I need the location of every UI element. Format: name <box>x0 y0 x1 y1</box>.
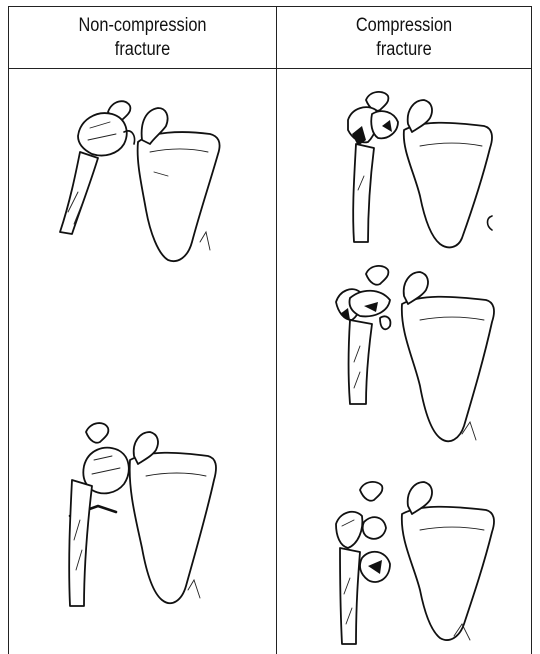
header-right-line2: fracture <box>376 38 431 62</box>
non-compression-fracture-illustration-2 <box>58 420 228 620</box>
non-compression-fracture-illustration-1 <box>50 92 240 272</box>
column-divider <box>276 7 277 654</box>
header-right-line1: Compression <box>356 14 452 38</box>
compression-fracture-illustration-3 <box>330 474 500 650</box>
header-left-line1: Non-compression <box>78 14 206 38</box>
header-compression-fracture: Compression fracture <box>295 7 513 69</box>
header-non-compression-fracture: Non-compression fracture <box>28 7 258 69</box>
table-header-row: Non-compression fracture Compression fra… <box>9 7 531 69</box>
header-left-line2: fracture <box>115 38 170 62</box>
compression-fracture-illustration-2 <box>330 262 500 452</box>
compression-fracture-illustration-1 <box>332 90 502 250</box>
